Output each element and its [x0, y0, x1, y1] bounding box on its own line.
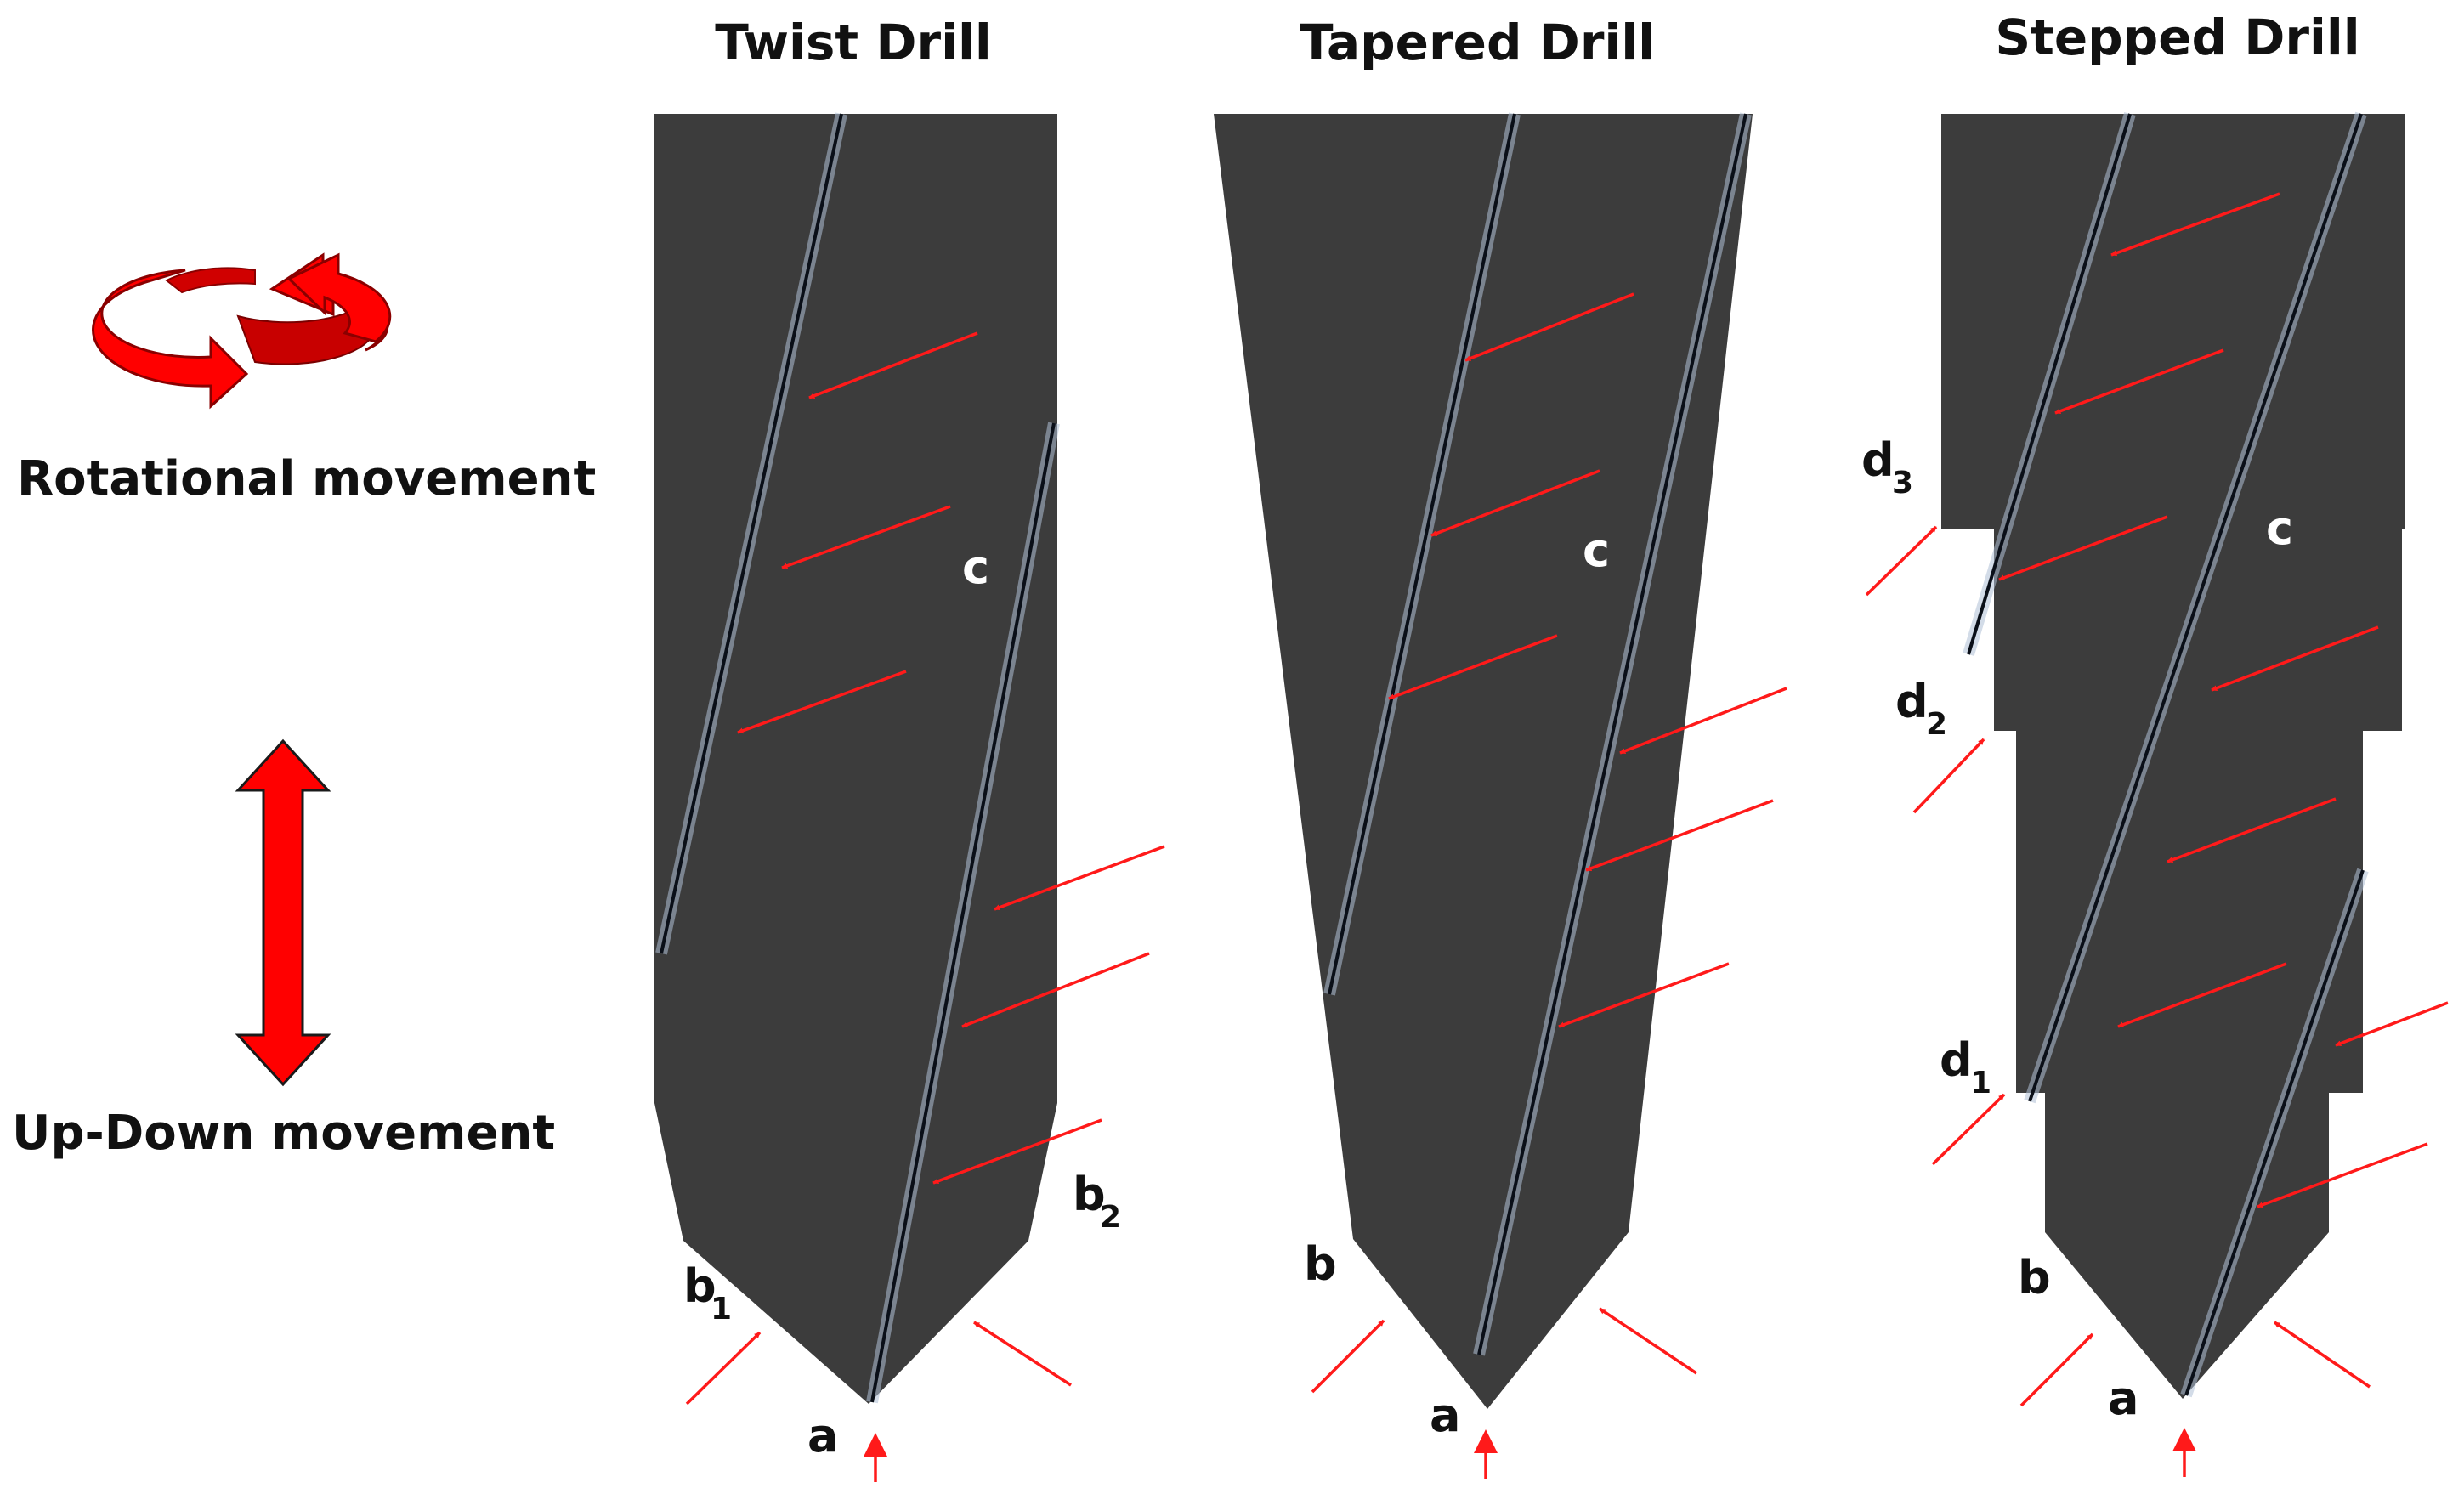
circular-rotation-arrows-icon	[92, 252, 392, 410]
svg-text:b: b	[1073, 1168, 1106, 1221]
twist-drill-flutes	[655, 112, 1060, 1404]
twist-drill-force-arrows	[685, 331, 1165, 1482]
stepped-drill-force-arrows	[1865, 192, 2449, 1477]
stepped-label-d1: d 1	[1940, 1033, 1991, 1100]
tapered-label-b: b	[1304, 1237, 1337, 1291]
tapered-drill-body	[1214, 114, 1753, 1409]
svg-text:d: d	[1861, 433, 1895, 487]
svg-text:1: 1	[711, 1292, 732, 1327]
stepped-drill-title: Stepped Drill	[1995, 8, 2359, 66]
twist-label-b2: b 2	[1073, 1168, 1121, 1235]
twist-drill: Twist Drill c a b 1 b 2	[654, 14, 1165, 1482]
updown-legend: Up-Down movement	[12, 738, 555, 1161]
tapered-drill-flutes	[1323, 112, 1752, 1356]
twist-label-b1: b 1	[683, 1259, 732, 1327]
tapered-drill: Tapered Drill c a b	[1214, 14, 1787, 1479]
stepped-drill-body	[1941, 114, 2405, 1399]
svg-text:2: 2	[1100, 1200, 1121, 1235]
stepped-label-a: a	[2108, 1372, 2138, 1425]
svg-text:d: d	[1940, 1033, 1973, 1087]
svg-text:d: d	[1895, 675, 1929, 728]
stepped-label-b: b	[2018, 1251, 2051, 1304]
stepped-label-d2: d 2	[1895, 675, 1947, 742]
stepped-drill: Stepped Drill c a b	[1861, 8, 2449, 1477]
twist-label-c: c	[962, 540, 989, 594]
stepped-label-c: c	[2266, 501, 2293, 555]
svg-text:1: 1	[1970, 1066, 1991, 1100]
double-headed-vertical-arrow-icon	[235, 738, 331, 1087]
tapered-label-c: c	[1583, 523, 1610, 577]
svg-text:2: 2	[1926, 707, 1947, 742]
twist-drill-body	[654, 114, 1057, 1404]
svg-text:3: 3	[1892, 466, 1913, 501]
updown-movement-label: Up-Down movement	[12, 1106, 555, 1161]
rotational-legend: Rotational movement	[17, 252, 596, 506]
tapered-drill-title: Tapered Drill	[1300, 14, 1655, 71]
twist-drill-title: Twist Drill	[715, 14, 992, 71]
tapered-drill-force-arrows	[1311, 292, 1787, 1479]
twist-label-a: a	[807, 1409, 838, 1463]
rotational-movement-label: Rotational movement	[17, 451, 596, 506]
tapered-label-a: a	[1430, 1389, 1460, 1442]
svg-text:b: b	[683, 1259, 717, 1313]
stepped-drill-flutes	[1963, 111, 2369, 1398]
stepped-label-d3: d 3	[1861, 433, 1913, 501]
